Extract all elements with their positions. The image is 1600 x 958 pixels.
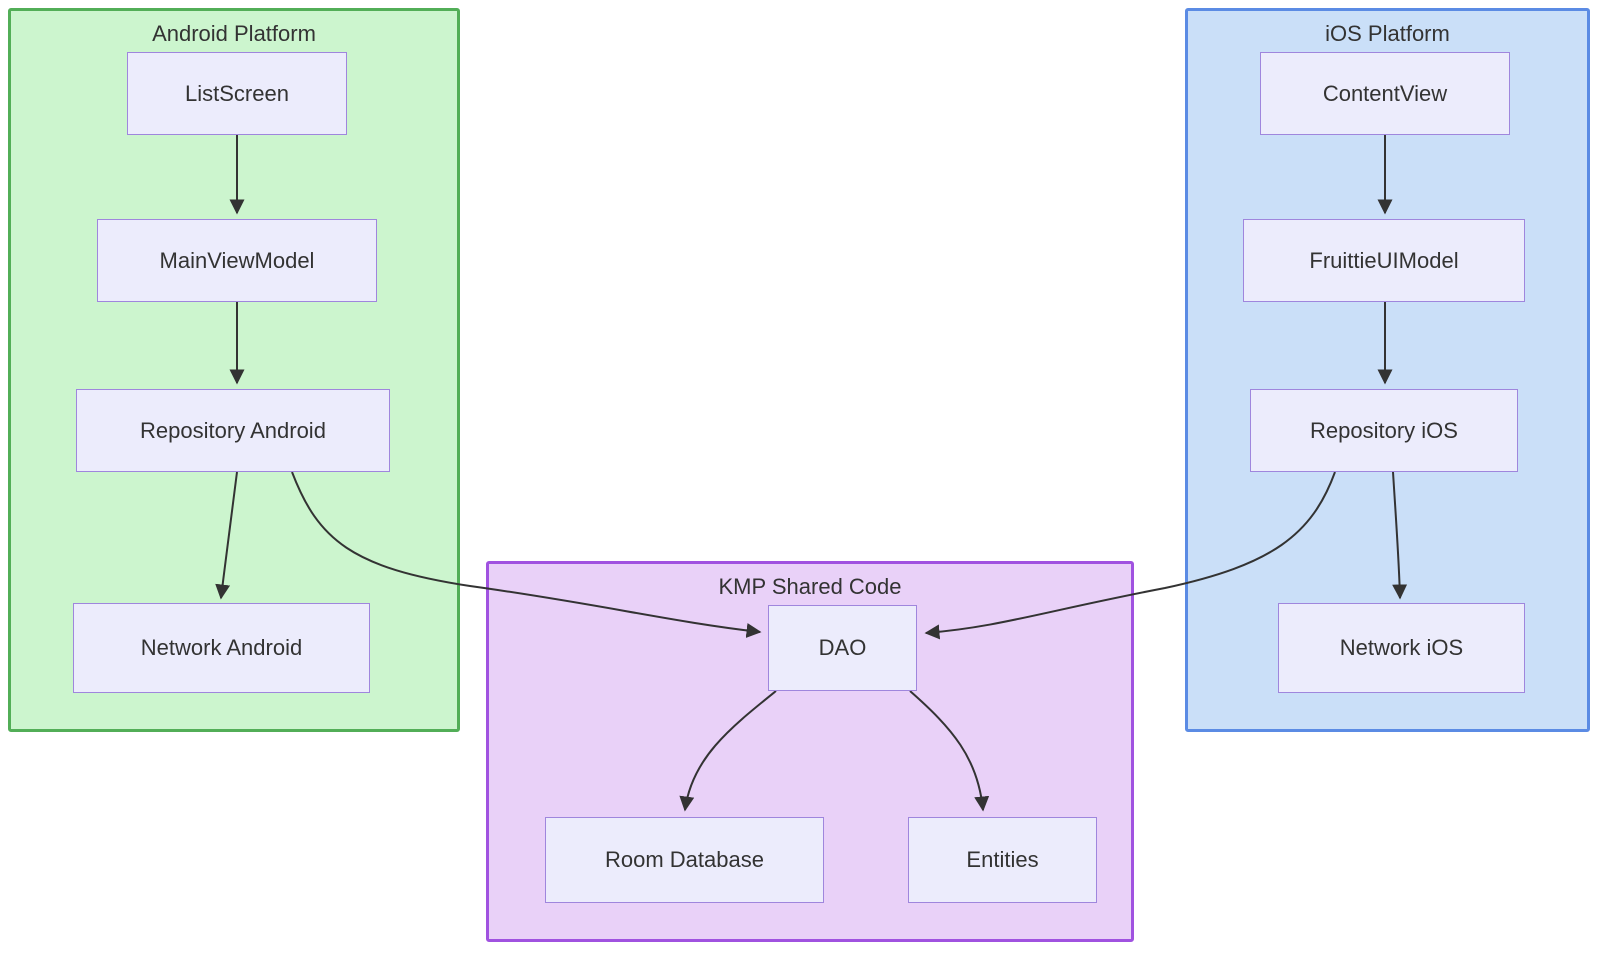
subgraph-title-kmp-shared-code: KMP Shared Code xyxy=(718,574,902,599)
subgraph-title-android-platform: Android Platform xyxy=(152,21,316,46)
node-network-ios: Network iOS xyxy=(1278,603,1525,693)
node-fruittieuimodel: FruittieUIModel xyxy=(1243,219,1525,302)
node-label-contentview: ContentView xyxy=(1322,80,1448,106)
node-label-dao: DAO xyxy=(818,635,867,660)
node-label-fruittieuimodel: FruittieUIModel xyxy=(1309,247,1459,273)
node-label-listscreen: ListScreen xyxy=(185,80,289,106)
node-label-network-ios: Network iOS xyxy=(1339,635,1464,660)
node-mainviewmodel: MainViewModel xyxy=(97,219,377,302)
node-repository-android: Repository Android xyxy=(76,389,390,472)
node-contentview: ContentView xyxy=(1260,52,1510,135)
node-label-repository-ios: Repository iOS xyxy=(1310,417,1458,443)
node-label-entities: Entities xyxy=(966,847,1039,872)
node-label-repository-android: Repository Android xyxy=(140,417,326,443)
node-network-android: Network Android xyxy=(73,603,370,693)
node-repository-ios: Repository iOS xyxy=(1250,389,1518,472)
node-label-mainviewmodel: MainViewModel xyxy=(159,247,315,273)
node-label-network-android: Network Android xyxy=(140,635,303,660)
node-label-room-database: Room Database xyxy=(605,847,764,872)
node-dao: DAO xyxy=(768,605,917,691)
node-entities: Entities xyxy=(908,817,1097,903)
subgraph-title-ios-platform: iOS Platform xyxy=(1325,21,1450,46)
node-room-database: Room Database xyxy=(545,817,824,903)
node-listscreen: ListScreen xyxy=(127,52,347,135)
